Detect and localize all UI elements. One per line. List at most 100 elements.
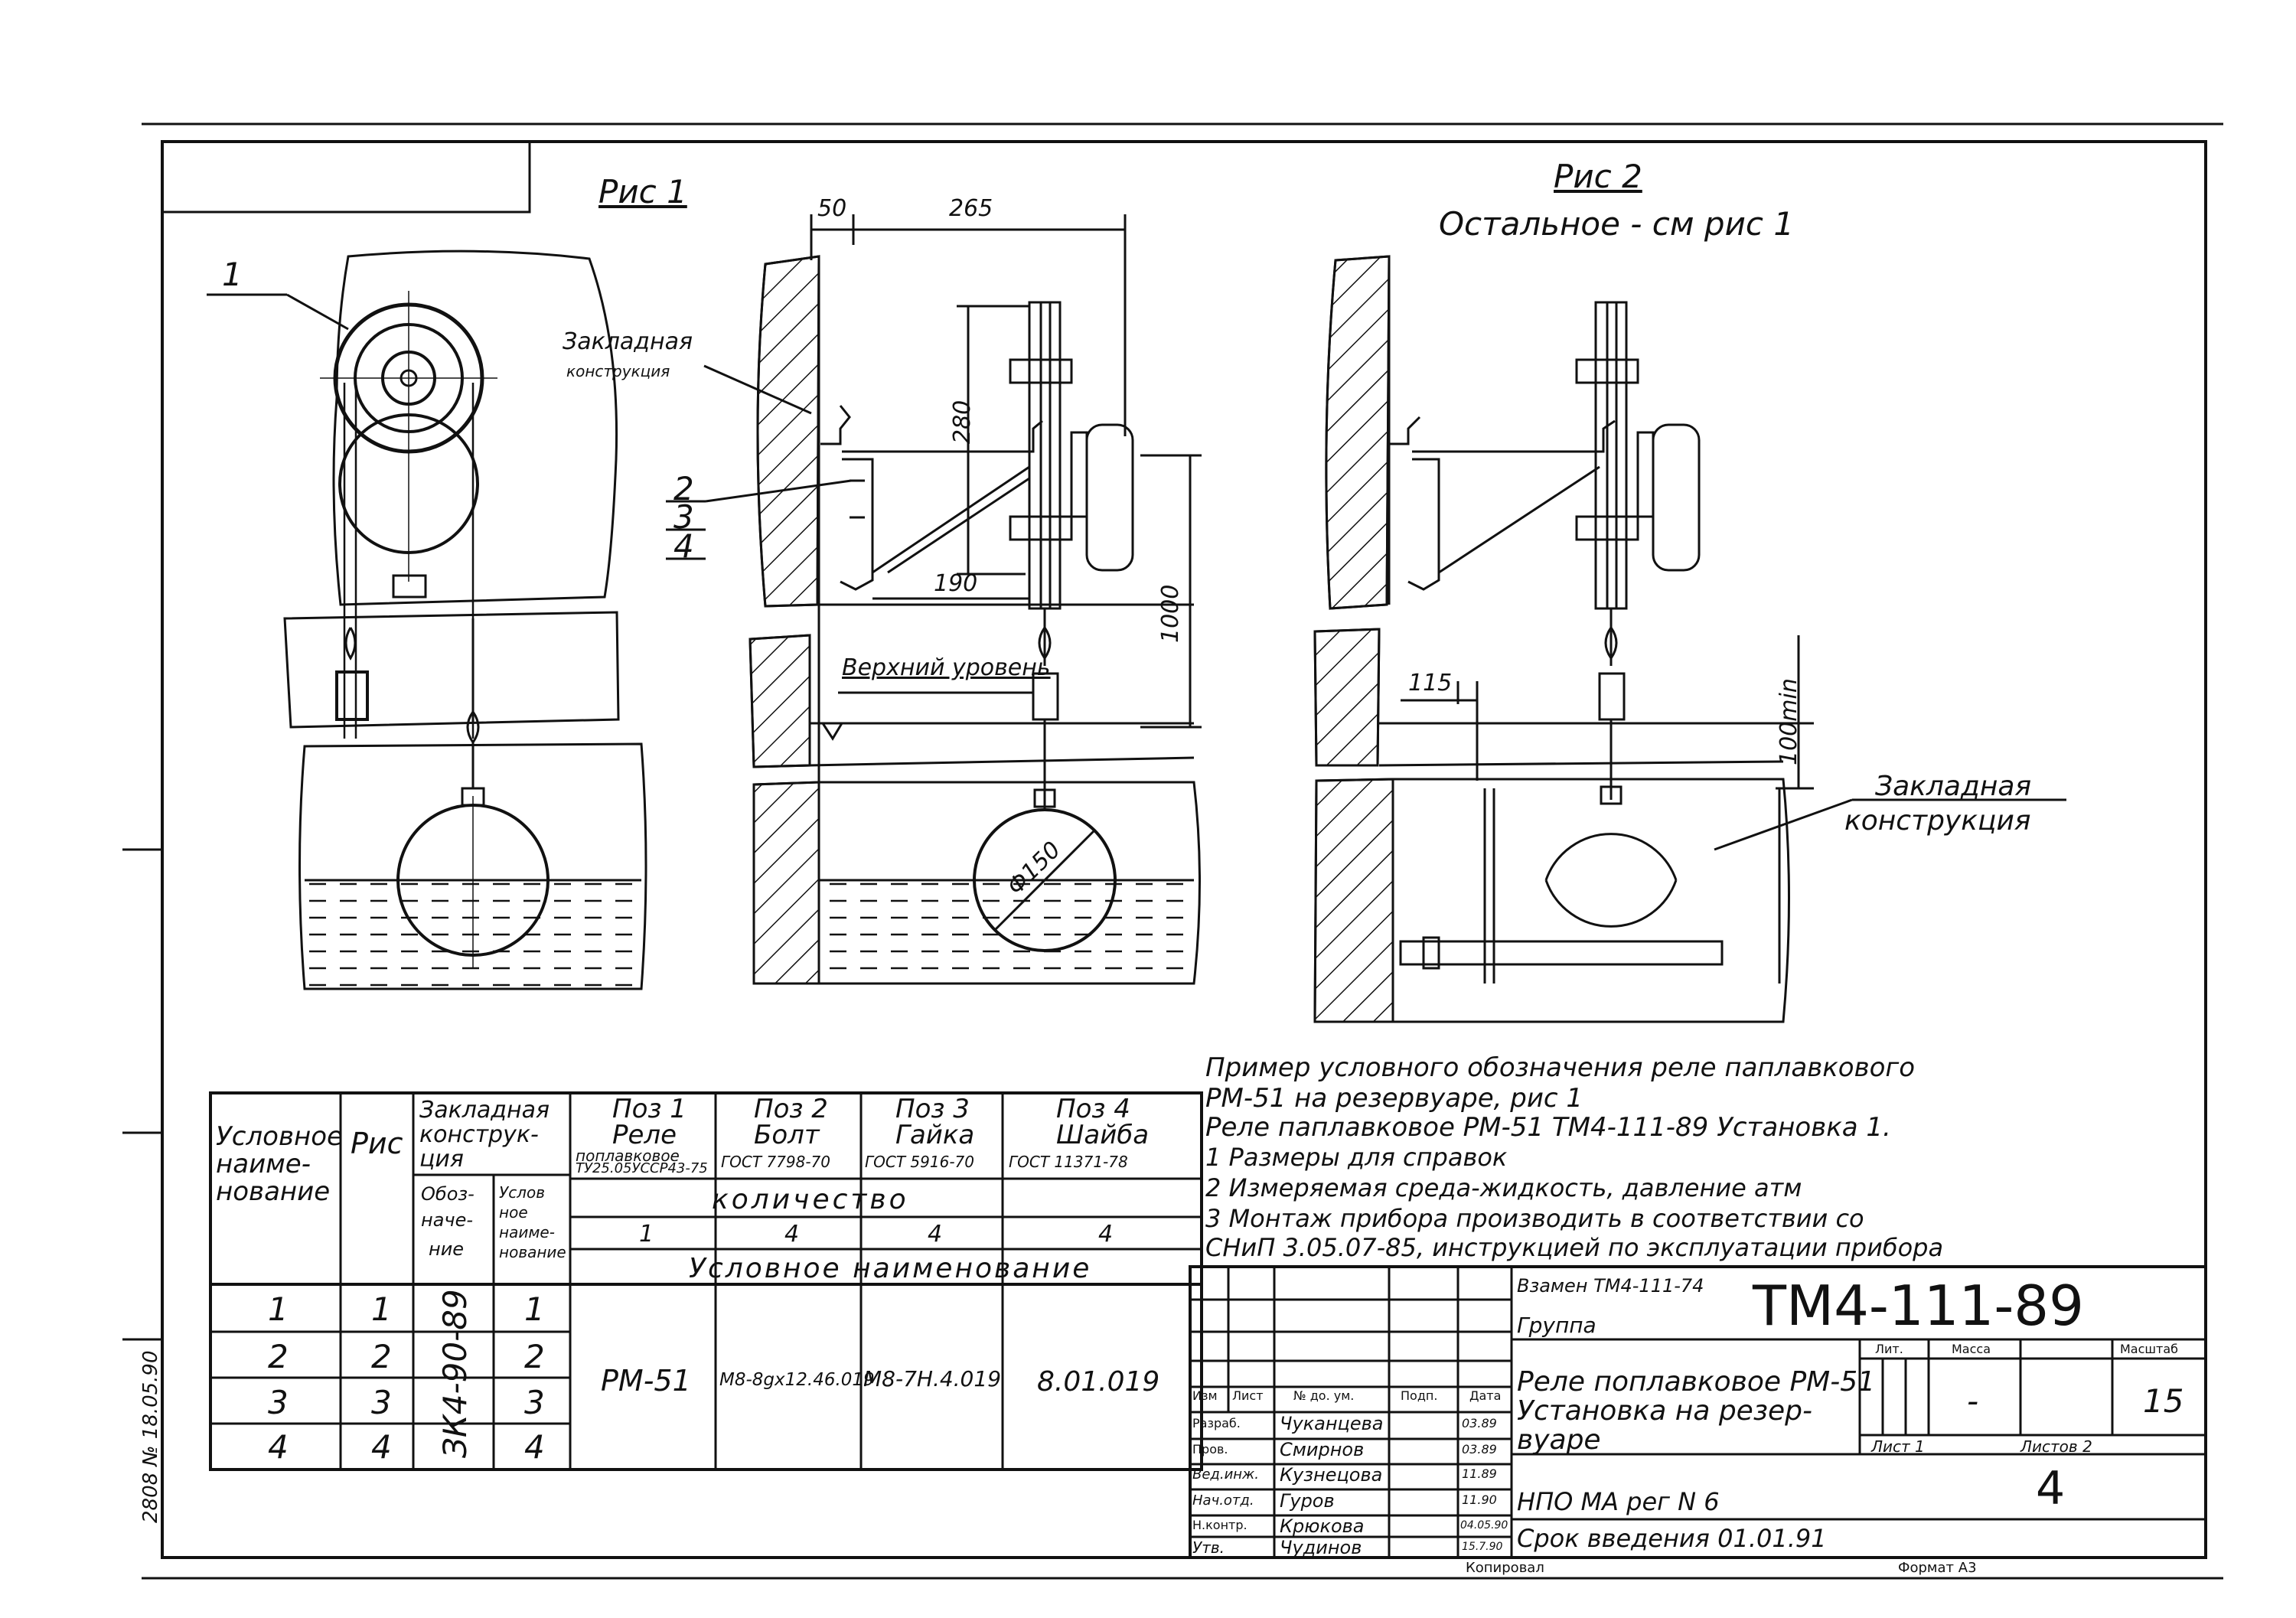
tb-copied: Копировал: [1466, 1560, 1544, 1576]
value-pos4: 8.01.019: [1037, 1366, 1160, 1398]
row4-name: 4: [268, 1428, 289, 1466]
th-desig-1: Обоз-: [421, 1183, 475, 1205]
tb-col-sign: Подп.: [1401, 1388, 1438, 1403]
dim-280: 280: [949, 400, 976, 444]
designation-value: ЗК4-90-89: [436, 1289, 474, 1458]
value-pos2: М8-8gх12.46.019: [719, 1370, 875, 1390]
dim-265: 265: [949, 195, 993, 222]
staff-date-6: 15.7.90: [1462, 1541, 1503, 1553]
leader-label-3: 3: [673, 498, 694, 536]
th-cond-4: нование: [499, 1243, 566, 1261]
tb-title-3: вуаре: [1517, 1424, 1601, 1456]
qty-2: 4: [784, 1221, 800, 1248]
spec-table-grid: [209, 1091, 1203, 1471]
th-name-3: нование: [216, 1176, 331, 1207]
row2-fig: 2: [371, 1338, 392, 1375]
margin-stamp: 2808 № 18.05.90: [139, 1350, 162, 1523]
tb-sheet-number: 4: [2036, 1462, 2066, 1515]
pos1-label: Поз 1: [612, 1094, 687, 1124]
tb-title-1: Реле поплавковое РМ-51: [1517, 1366, 1876, 1398]
pos3-std: ГОСТ 5916-70: [865, 1153, 974, 1171]
qty-1: 1: [639, 1221, 654, 1248]
staff-name-5: Крюкова: [1280, 1515, 1365, 1537]
row4-cond: 4: [524, 1428, 545, 1466]
dim-115: 115: [1408, 670, 1453, 696]
note-line-4: 1 Размеры для справок: [1205, 1143, 1508, 1172]
row4-fig: 4: [371, 1428, 392, 1466]
embedded2-label-line2: конструкция: [1844, 805, 2031, 837]
row3-cond: 3: [524, 1384, 545, 1421]
staff-role-5: Н.контр.: [1192, 1518, 1247, 1532]
leader-label-4: 4: [673, 527, 694, 565]
pos4-label: Поз 4: [1056, 1094, 1130, 1124]
row3-fig: 3: [371, 1384, 392, 1421]
row1-cond: 1: [524, 1290, 545, 1328]
staff-name-3: Кузнецова: [1280, 1464, 1383, 1486]
pos2-label: Поз 2: [754, 1094, 828, 1124]
tb-scale-value: 15: [2143, 1382, 2184, 1420]
row1-fig: 1: [371, 1290, 392, 1328]
leader-label-2: 2: [673, 470, 694, 507]
embedded2-label-line1: Закладная: [1875, 771, 2032, 802]
embedded-label-line2: конструкция: [566, 362, 670, 380]
tb-code: ТМ4-111-89: [1753, 1274, 2084, 1338]
staff-role-2: Пров.: [1192, 1442, 1228, 1457]
tb-col-izm: Изм: [1192, 1388, 1218, 1403]
value-pos3: М8-7Н.4.019: [863, 1366, 1002, 1391]
staff-date-5: 04.05.90: [1460, 1519, 1508, 1532]
embedded-label-line1: Закладная: [563, 328, 693, 355]
tb-start: Срок введения 01.01.91: [1517, 1524, 1827, 1553]
th-cond-1: Услов: [499, 1183, 545, 1202]
value-pos1: РМ-51: [601, 1364, 691, 1398]
dim-50: 50: [817, 195, 847, 222]
pos3-label: Поз 3: [895, 1094, 970, 1124]
staff-date-3: 11.89: [1462, 1466, 1497, 1481]
staff-date-1: 03.89: [1462, 1416, 1497, 1430]
staff-role-3: Вед.инж.: [1192, 1466, 1259, 1483]
note-line-2: РМ-51 на резервуаре, рис 1: [1205, 1083, 1583, 1114]
staff-name-1: Чуканцева: [1280, 1413, 1384, 1434]
fig2-title: Рис 2: [1554, 158, 1642, 195]
fig1-front-view: [207, 250, 647, 990]
row2-cond: 2: [524, 1338, 545, 1375]
row1-name: 1: [268, 1290, 289, 1328]
row3-name: 3: [268, 1384, 289, 1421]
tb-group: Группа: [1517, 1313, 1596, 1338]
tb-org: НПО МА рег N 6: [1517, 1487, 1720, 1516]
tb-sheets-label: Листов 2: [2020, 1437, 2092, 1456]
tb-format: Формат А3: [1898, 1560, 1977, 1576]
pos1-std: ТУ25.05УССР43-75: [576, 1160, 708, 1176]
th-name-2: наиме-: [216, 1149, 311, 1179]
staff-role-4: Нач.отд.: [1192, 1492, 1254, 1509]
tb-replaces: Взамен ТМ4-111-74: [1517, 1275, 1704, 1297]
leader-label-1: 1: [222, 256, 243, 293]
tb-col-doc: № до. ум.: [1293, 1388, 1355, 1403]
pos2-std: ГОСТ 7798-70: [721, 1153, 830, 1171]
pos4-std: ГОСТ 11371-78: [1009, 1153, 1128, 1171]
tb-mass-value: -: [1967, 1382, 1979, 1420]
th-emb-2: конструк-: [419, 1121, 539, 1148]
pos3-name: Гайка: [895, 1120, 975, 1150]
note-line-1: Пример условного обозначения реле паплав…: [1205, 1052, 1916, 1083]
fig1-title: Рис 1: [598, 173, 687, 210]
upper-level-label: Верхний уровень: [842, 654, 1051, 681]
th-emb-1: Закладная: [419, 1097, 550, 1124]
th-cond-3: наиме-: [499, 1223, 555, 1241]
tb-mass-label: Масса: [1952, 1342, 1991, 1356]
staff-date-4: 11.90: [1462, 1492, 1497, 1507]
title-block-grid: [1189, 1265, 2207, 1559]
cond-name-label: Условное наименование: [689, 1253, 1092, 1284]
th-desig-3: ние: [429, 1238, 465, 1260]
corner-box: [161, 140, 531, 214]
th-fig: Рис: [351, 1127, 403, 1160]
qty-3: 4: [928, 1221, 943, 1248]
staff-role-1: Разраб.: [1192, 1416, 1241, 1430]
tb-title-2: Установка на резер-: [1517, 1395, 1812, 1427]
pos1-name: Реле: [612, 1120, 677, 1150]
staff-name-2: Смирнов: [1280, 1439, 1365, 1460]
tb-col-date: Дата: [1469, 1388, 1502, 1403]
pos2-name: Болт: [754, 1120, 820, 1150]
tb-col-list: Лист: [1232, 1388, 1264, 1403]
staff-name-6: Чудинов: [1280, 1537, 1362, 1558]
tb-lit-label: Лит.: [1875, 1342, 1903, 1356]
